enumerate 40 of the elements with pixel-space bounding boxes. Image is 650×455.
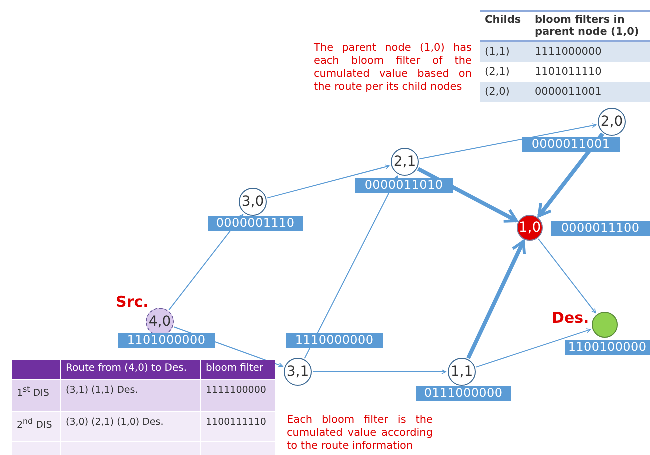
- table-cell: 1111000000: [530, 42, 650, 62]
- bloom-filter-label: 1110000000: [286, 333, 383, 348]
- arrow: [417, 167, 518, 223]
- node-circle: 2,0: [598, 108, 626, 136]
- arrow: [538, 132, 604, 218]
- endpoint-label: Src.: [116, 293, 150, 311]
- table-cell: 1$^{st}$ DIS: [12, 379, 60, 411]
- node-circle: 3,1: [284, 358, 312, 386]
- table-cell: 0000011001: [530, 82, 650, 102]
- node-circle: 1,1: [448, 358, 476, 386]
- table-cell: (3,1) (1,1) Des.: [60, 379, 200, 411]
- node-circle: 1,0: [517, 215, 543, 241]
- arrow: [476, 328, 592, 368]
- bloom-filter-label: 1101000000: [118, 333, 215, 348]
- note-text: Each bloom filter is the cumulated value according to the route information: [287, 414, 433, 453]
- table-header: bloom filter: [200, 360, 275, 379]
- bloom-filter-label: 0000001110: [208, 216, 303, 231]
- bloom-filter-label: 0000011010: [355, 178, 453, 193]
- table-header: Route from (4,0) to Des.: [60, 360, 200, 379]
- bloom-filter-label: 0000011100: [551, 221, 650, 236]
- note-text: The parent node (1,0) has each bloom filter of the cumulated value based on the route per its child nodes: [314, 42, 472, 94]
- table-cell: 2$^{nd}$ DIS: [12, 411, 60, 441]
- node-circle: 3,0: [239, 188, 267, 216]
- node-circle: 4,0: [146, 308, 174, 336]
- endpoint-label: Des.: [552, 309, 590, 327]
- arrow: [267, 164, 390, 199]
- arrow: [419, 123, 597, 160]
- table-cell: 1100111110: [200, 411, 275, 441]
- table-cell: (1,1): [480, 42, 530, 62]
- table-cell: (3,0) (2,1) (1,0) Des.: [60, 411, 200, 441]
- bloom-filter-label: 0000011001: [522, 137, 620, 152]
- arrow: [312, 370, 446, 374]
- arrow: [466, 240, 526, 360]
- node-circle: 2,1: [391, 148, 419, 176]
- destination-circle: [592, 312, 618, 338]
- table-cell: 1111100000: [200, 379, 275, 411]
- table-cell: (2,0): [480, 82, 530, 102]
- bloom-filter-label: 1100100000: [565, 340, 650, 355]
- arrow: [538, 238, 596, 314]
- bloom-filter-label: 0111000000: [416, 386, 511, 401]
